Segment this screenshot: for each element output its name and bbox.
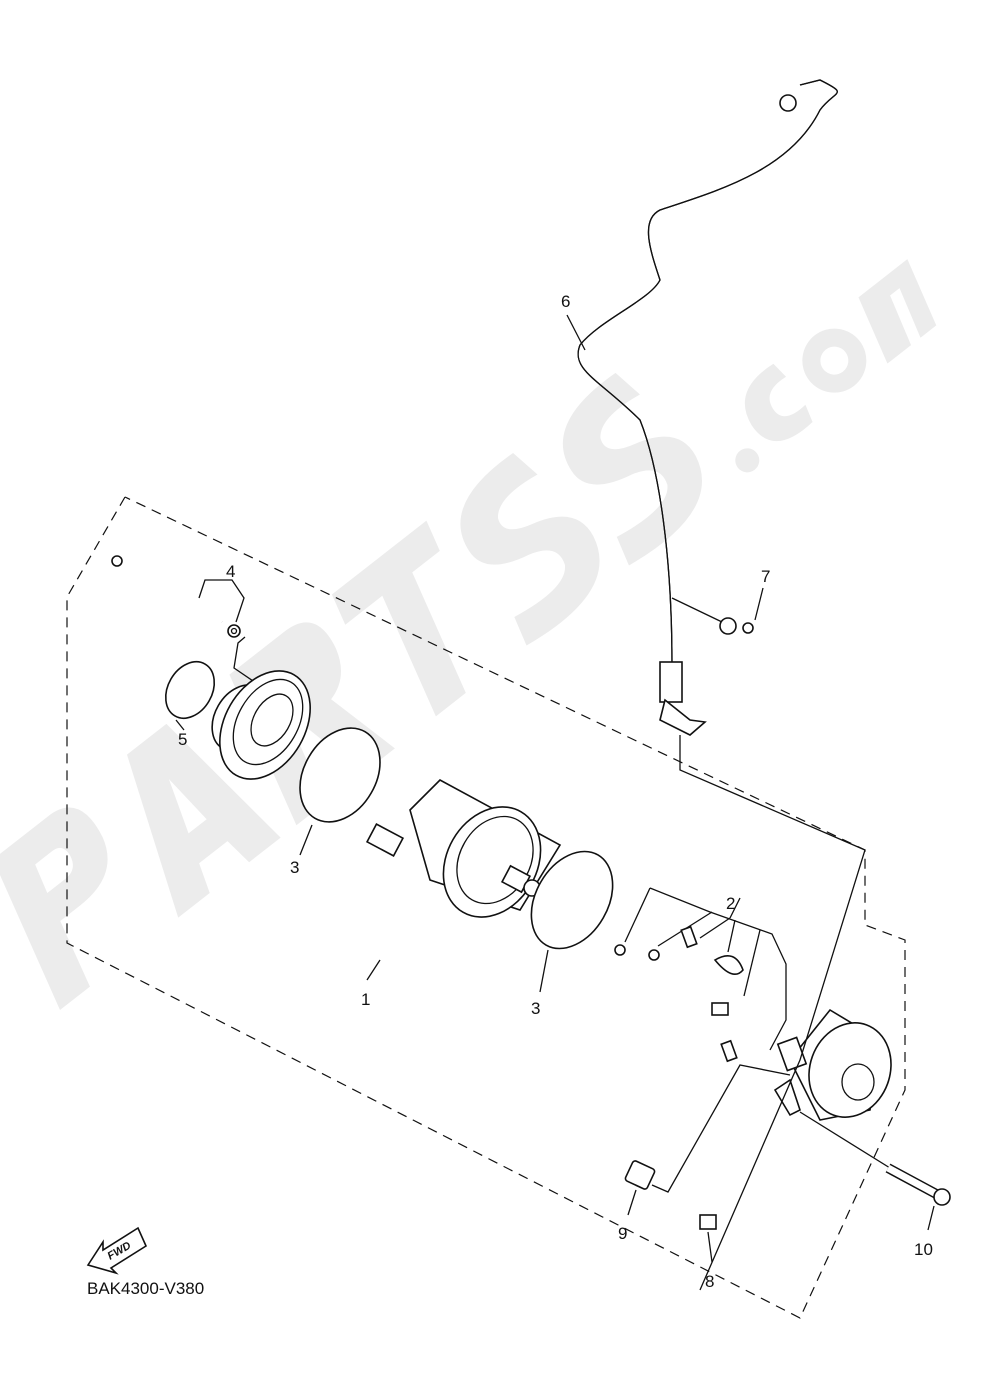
small-bolt <box>699 1214 717 1263</box>
o-ring-3-front <box>299 727 381 823</box>
callout-2[interactable]: 2 <box>726 894 735 913</box>
diagram-code: BAK4300-V380 <box>87 1279 204 1298</box>
callout-1[interactable]: 1 <box>361 990 370 1009</box>
callout-7[interactable]: 7 <box>761 567 770 586</box>
mounting-bolt <box>799 1111 951 1231</box>
brush-set <box>614 887 787 1063</box>
callout-6[interactable]: 6 <box>561 292 570 311</box>
assembly-boundary <box>66 496 906 1319</box>
lead-wire <box>577 79 838 666</box>
clamp <box>671 587 764 635</box>
wire-terminal <box>659 661 683 703</box>
rear-cover <box>773 1008 892 1121</box>
callout-4[interactable]: 4 <box>226 562 235 581</box>
callout-9[interactable]: 9 <box>618 1224 627 1243</box>
callout-3[interactable]: 3 <box>290 858 299 877</box>
callout-3[interactable]: 3 <box>531 999 540 1018</box>
long-bolt <box>111 555 224 624</box>
collar <box>624 1064 791 1216</box>
fwd-arrow-icon: FWD <box>86 1226 148 1275</box>
starter-motor-body <box>365 779 562 918</box>
o-ring-3-rear <box>530 850 614 950</box>
front-cover <box>211 670 311 780</box>
callout-10[interactable]: 10 <box>914 1240 933 1259</box>
callout-8[interactable]: 8 <box>705 1272 714 1291</box>
washer <box>227 624 241 638</box>
callout-5[interactable]: 5 <box>178 730 187 749</box>
o-ring-5 <box>164 660 216 720</box>
